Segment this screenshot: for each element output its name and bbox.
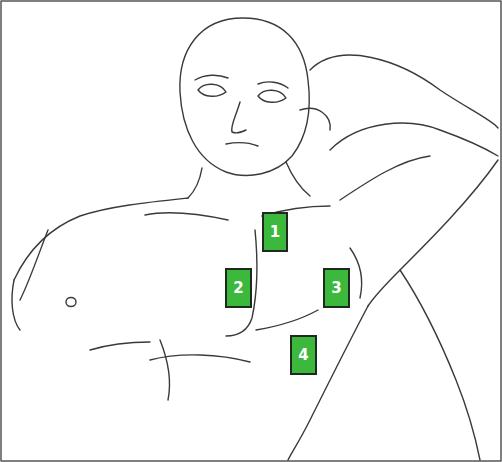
brow-left: [195, 75, 228, 80]
torso-left-edge: [12, 280, 20, 330]
arm-underside: [368, 160, 498, 306]
eye-right: [258, 90, 286, 102]
ear: [300, 108, 330, 130]
callout-box: 3: [323, 268, 350, 308]
abdomen-center: [160, 340, 170, 400]
chest-contour: [226, 230, 257, 336]
nose: [232, 102, 246, 133]
eye-left: [198, 84, 226, 96]
nipple: [66, 298, 76, 307]
arm-lower-edge: [330, 123, 498, 156]
mouth: [226, 143, 258, 146]
arm-upper-edge: [310, 55, 498, 128]
neck-right: [286, 162, 310, 196]
arm-left-edge: [20, 230, 48, 300]
shoulder-left: [14, 198, 188, 280]
collarbone-left: [145, 213, 228, 220]
armpit-line: [350, 248, 362, 298]
callout-number: 2: [233, 281, 243, 296]
callout-box: 4: [290, 335, 317, 375]
callout-box: 2: [225, 268, 252, 308]
abdomen-line: [150, 355, 250, 362]
pillow-edge: [400, 270, 480, 460]
brow-right: [258, 82, 288, 88]
forearm-line: [340, 156, 430, 200]
neck-left: [188, 168, 202, 198]
abdomen-line-left: [90, 342, 150, 350]
callout-number: 4: [298, 348, 308, 363]
callout-box: 1: [262, 212, 288, 252]
head-outline: [180, 18, 309, 175]
callout-number: 1: [270, 225, 280, 240]
torso-side: [288, 306, 368, 460]
ribcage-line: [256, 310, 318, 330]
callout-number: 3: [331, 281, 341, 296]
